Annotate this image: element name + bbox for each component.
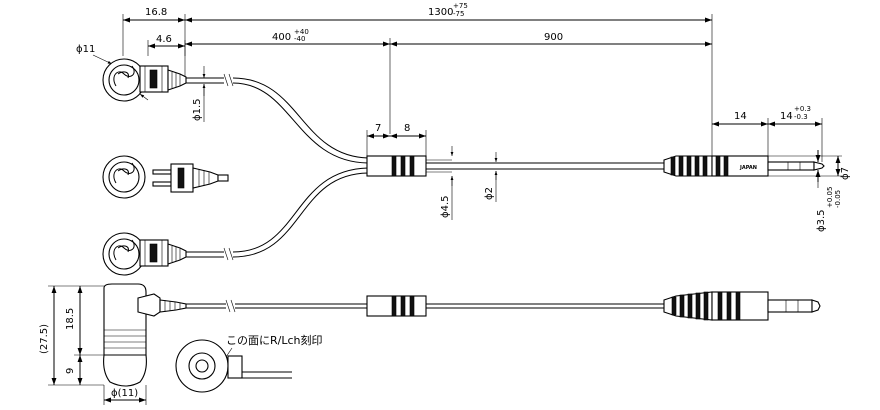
dim-split-dia: ϕ4.5 [440, 196, 451, 219]
dim-branch-tol-lower: -40 [294, 35, 305, 43]
earpiece-side-view [103, 283, 187, 387]
dim-side-upper: 18.5 [65, 308, 76, 330]
dim-main-cable-dia: ϕ2 [484, 187, 495, 200]
earpiece-middle [102, 155, 229, 199]
dim-total-length: 1300 [428, 7, 453, 18]
dim-side-dia: ϕ(11) [111, 388, 138, 399]
jack-marking: JAPAN [739, 165, 757, 171]
branch-cable-lower [186, 167, 369, 261]
side-view-dimensions: (27.5) 18.5 9 ϕ(11) [39, 285, 147, 405]
dim-side-total: (27.5) [39, 324, 50, 354]
splitter-upper [366, 155, 452, 177]
plug-head-diameter-callout: ϕ11 [76, 44, 149, 101]
dim-split-a: 7 [375, 123, 381, 134]
logo-icon [113, 162, 135, 184]
dim-jack-tip-tol-lower: -0.3 [794, 113, 808, 121]
dim-plug-head-dia: ϕ11 [76, 44, 95, 55]
dim-jack-tip-dia: ϕ3.5 [816, 210, 827, 233]
dim-plug-length: 16.8 [145, 7, 167, 18]
jack-lower [663, 291, 821, 321]
main-cable-upper [426, 162, 664, 170]
dim-jack-body: 14 [734, 111, 747, 122]
dim-total-tol-upper: +75 [453, 2, 468, 10]
dim-jack-tip-dia-tol-lower: -0.05 [834, 190, 842, 208]
dim-plug-body: 4.6 [156, 34, 172, 45]
dim-jack-tip-tol-upper: +0.3 [794, 105, 811, 113]
splitter-dimensions: 7 8 [366, 123, 427, 156]
dim-main-length: 900 [544, 32, 563, 43]
dim-jack-dia: ϕ7 [840, 167, 851, 180]
earpiece-front-view: この面にR/Lch刻印 [175, 333, 323, 393]
dim-jack-tip: 14 [780, 111, 793, 122]
dim-total-tol-lower: -75 [453, 10, 464, 18]
branch-cable-upper [186, 73, 369, 164]
dim-side-lower: 9 [65, 368, 76, 374]
jack-dimensions: 14 14 +0.3 -0.3 ϕ7 ϕ3.5 +0.05 -0.05 [712, 105, 851, 232]
dim-branch-tol-upper: +40 [294, 28, 309, 36]
splitter-lower [366, 295, 427, 317]
dim-branch-length: 400 [272, 32, 291, 43]
jack-upper: JAPAN [663, 155, 825, 177]
dim-split-b: 8 [404, 123, 410, 134]
logo-icon [113, 65, 135, 87]
engraving-note: この面にR/Lch刻印 [226, 333, 323, 347]
top-dimensions: 16.8 1300 +75 -75 4.6 400 +40 -40 900 [122, 2, 713, 160]
branch-cable-diameter-callout: ϕ1.5 [192, 66, 206, 122]
dim-jack-tip-dia-tol-upper: +0.05 [826, 187, 834, 208]
split-diameter-callout: ϕ4.5 [440, 146, 454, 220]
main-cable-diameter-callout: ϕ2 [484, 152, 498, 202]
dim-branch-cable-dia: ϕ1.5 [192, 99, 203, 122]
logo-icon [113, 239, 135, 261]
earpiece-lower [102, 232, 187, 276]
earpiece-upper [102, 58, 187, 102]
main-cable-lower [186, 299, 664, 313]
